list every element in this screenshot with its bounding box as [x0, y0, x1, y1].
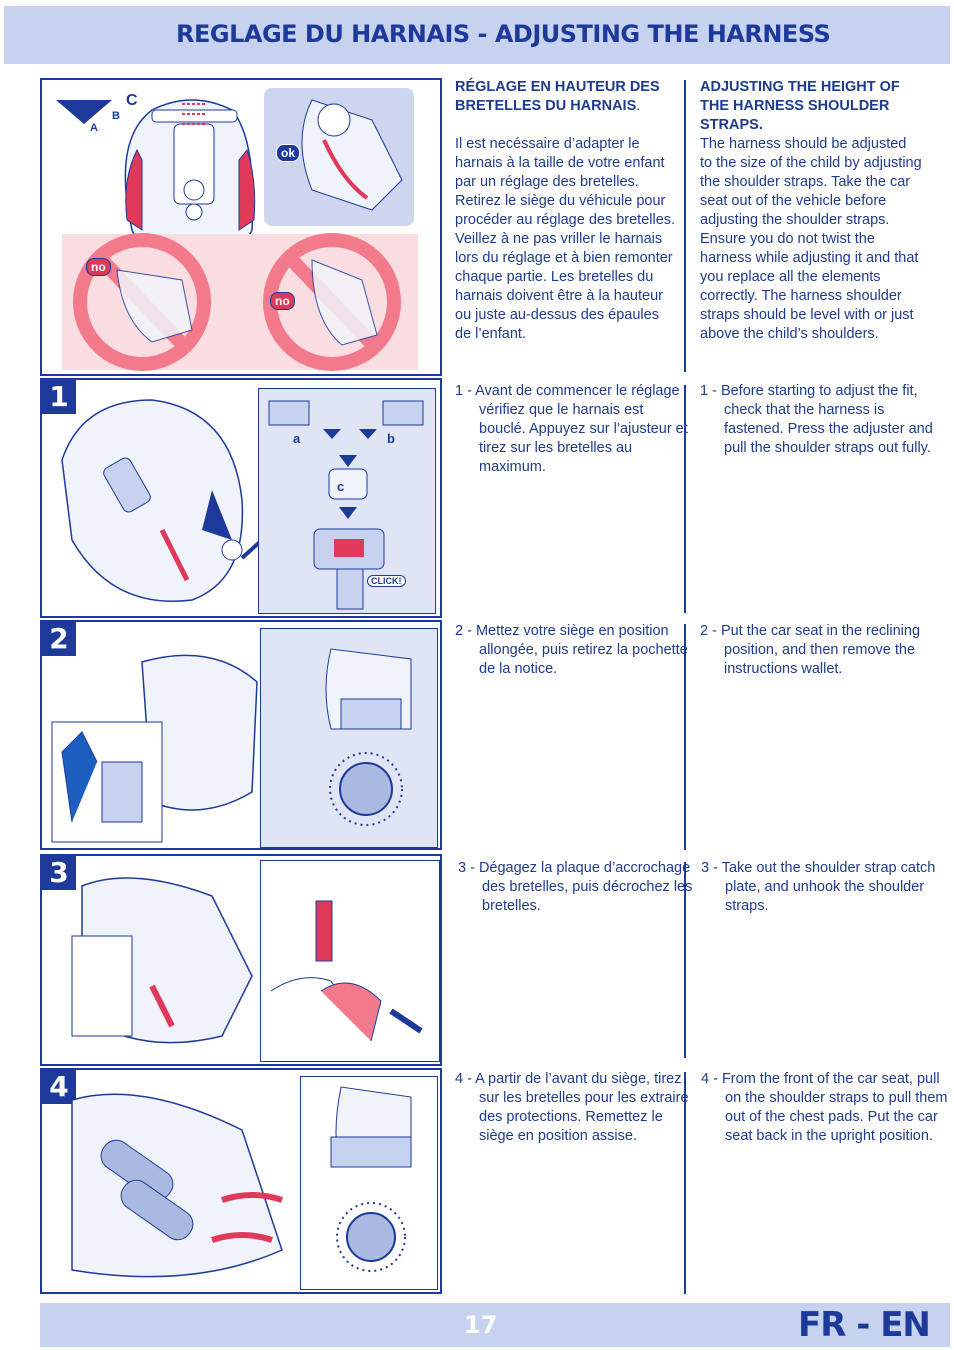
step-4-number: 4	[42, 1070, 76, 1104]
page-number: 17	[464, 1311, 498, 1339]
step-2-number: 2	[42, 622, 76, 656]
column-divider-step-2	[684, 624, 686, 850]
column-divider-step-4	[684, 1072, 686, 1294]
label-b: b	[387, 431, 395, 446]
intro-en-heading: ADJUSTING THE HEIGHT OF THE HARNESS SHOU…	[700, 79, 900, 133]
recline-illustration	[325, 648, 412, 826]
header-banner: REGLAGE DU HARNAIS - ADJUSTING THE HARNE…	[4, 4, 950, 64]
step-4-illustration	[71, 1093, 283, 1278]
step-2-illustration	[51, 654, 258, 843]
seat-front-illustration	[56, 88, 418, 371]
step-1-number: 1	[42, 380, 76, 414]
click-label: CLICK!	[367, 575, 406, 587]
step-3-fr: 3 - Dégagez la plaque d’accrochage des b…	[458, 860, 693, 914]
intro-fr-heading: RÉGLAGE EN HAUTEUR DES BRETELLES DU HARN…	[455, 79, 660, 114]
upright-illustration	[330, 1086, 412, 1272]
step-4-fr: 4 - A partir de l’avant du siège, tirez …	[455, 1071, 689, 1144]
no-badge-left: no	[86, 258, 111, 276]
intro-fr: RÉGLAGE EN HAUTEUR DES BRETELLES DU HARN…	[455, 78, 677, 344]
language-label: FR - EN	[798, 1305, 931, 1345]
step-2-en: 2 - Put the car seat in the reclining po…	[700, 623, 921, 677]
label-c: c	[337, 479, 345, 494]
column-divider-step-1	[684, 385, 686, 613]
intro-en-body: The harness should be adjusted to the si…	[700, 136, 922, 342]
step-1-illustration	[61, 399, 262, 602]
footer-bar: 17 FR - EN	[40, 1303, 950, 1347]
intro-fr-body: Il est necéssaire d’adapter le harnais à…	[455, 136, 676, 342]
slot-label-a: A	[90, 122, 98, 134]
page-title: REGLAGE DU HARNAIS - ADJUSTING THE HARNE…	[176, 20, 831, 48]
slot-label-c: C	[126, 92, 138, 109]
step-2-fr: 2 - Mettez votre siège en position allon…	[455, 623, 688, 677]
step-1-en: 1 - Before starting to adjust the fit, c…	[700, 383, 933, 456]
step-3-number: 3	[42, 856, 76, 890]
buckle-illustration	[268, 400, 424, 610]
unhook-illustration	[270, 900, 423, 1042]
step-3-illustration	[71, 877, 253, 1044]
column-divider-step-3	[684, 862, 686, 1058]
step-1-fr: 1 - Avant de commencer le réglage vérifi…	[455, 383, 688, 475]
intro-en: ADJUSTING THE HEIGHT OF THE HARNESS SHOU…	[700, 78, 922, 344]
weight-label: 18 kg maxi	[58, 86, 110, 97]
step-4-en: 4 - From the front of the car seat, pull…	[701, 1071, 948, 1144]
step-1-figure: 1 a b c CLICK!	[40, 378, 442, 618]
slot-label-b: B	[112, 110, 120, 122]
step-1-buckle-panel: a b c CLICK!	[258, 388, 436, 614]
no-badge-right: no	[270, 292, 295, 310]
step-3-en: 3 - Take out the shoulder strap catch pl…	[701, 860, 936, 914]
step-3-unhook-panel	[260, 860, 440, 1062]
step-3-figure: 3	[40, 854, 442, 1066]
label-a: a	[293, 431, 301, 446]
step-2-figure: 2	[40, 620, 442, 850]
intro-fr-period: .	[636, 98, 641, 114]
harness-height-figure: 18 kg maxi C B A ok no no	[40, 78, 442, 376]
step-4-upright-panel	[300, 1076, 438, 1290]
column-divider-intro	[684, 80, 686, 372]
ok-badge: ok	[276, 144, 301, 162]
step-4-figure: 4	[40, 1068, 442, 1294]
step-2-recline-panel	[260, 628, 438, 848]
